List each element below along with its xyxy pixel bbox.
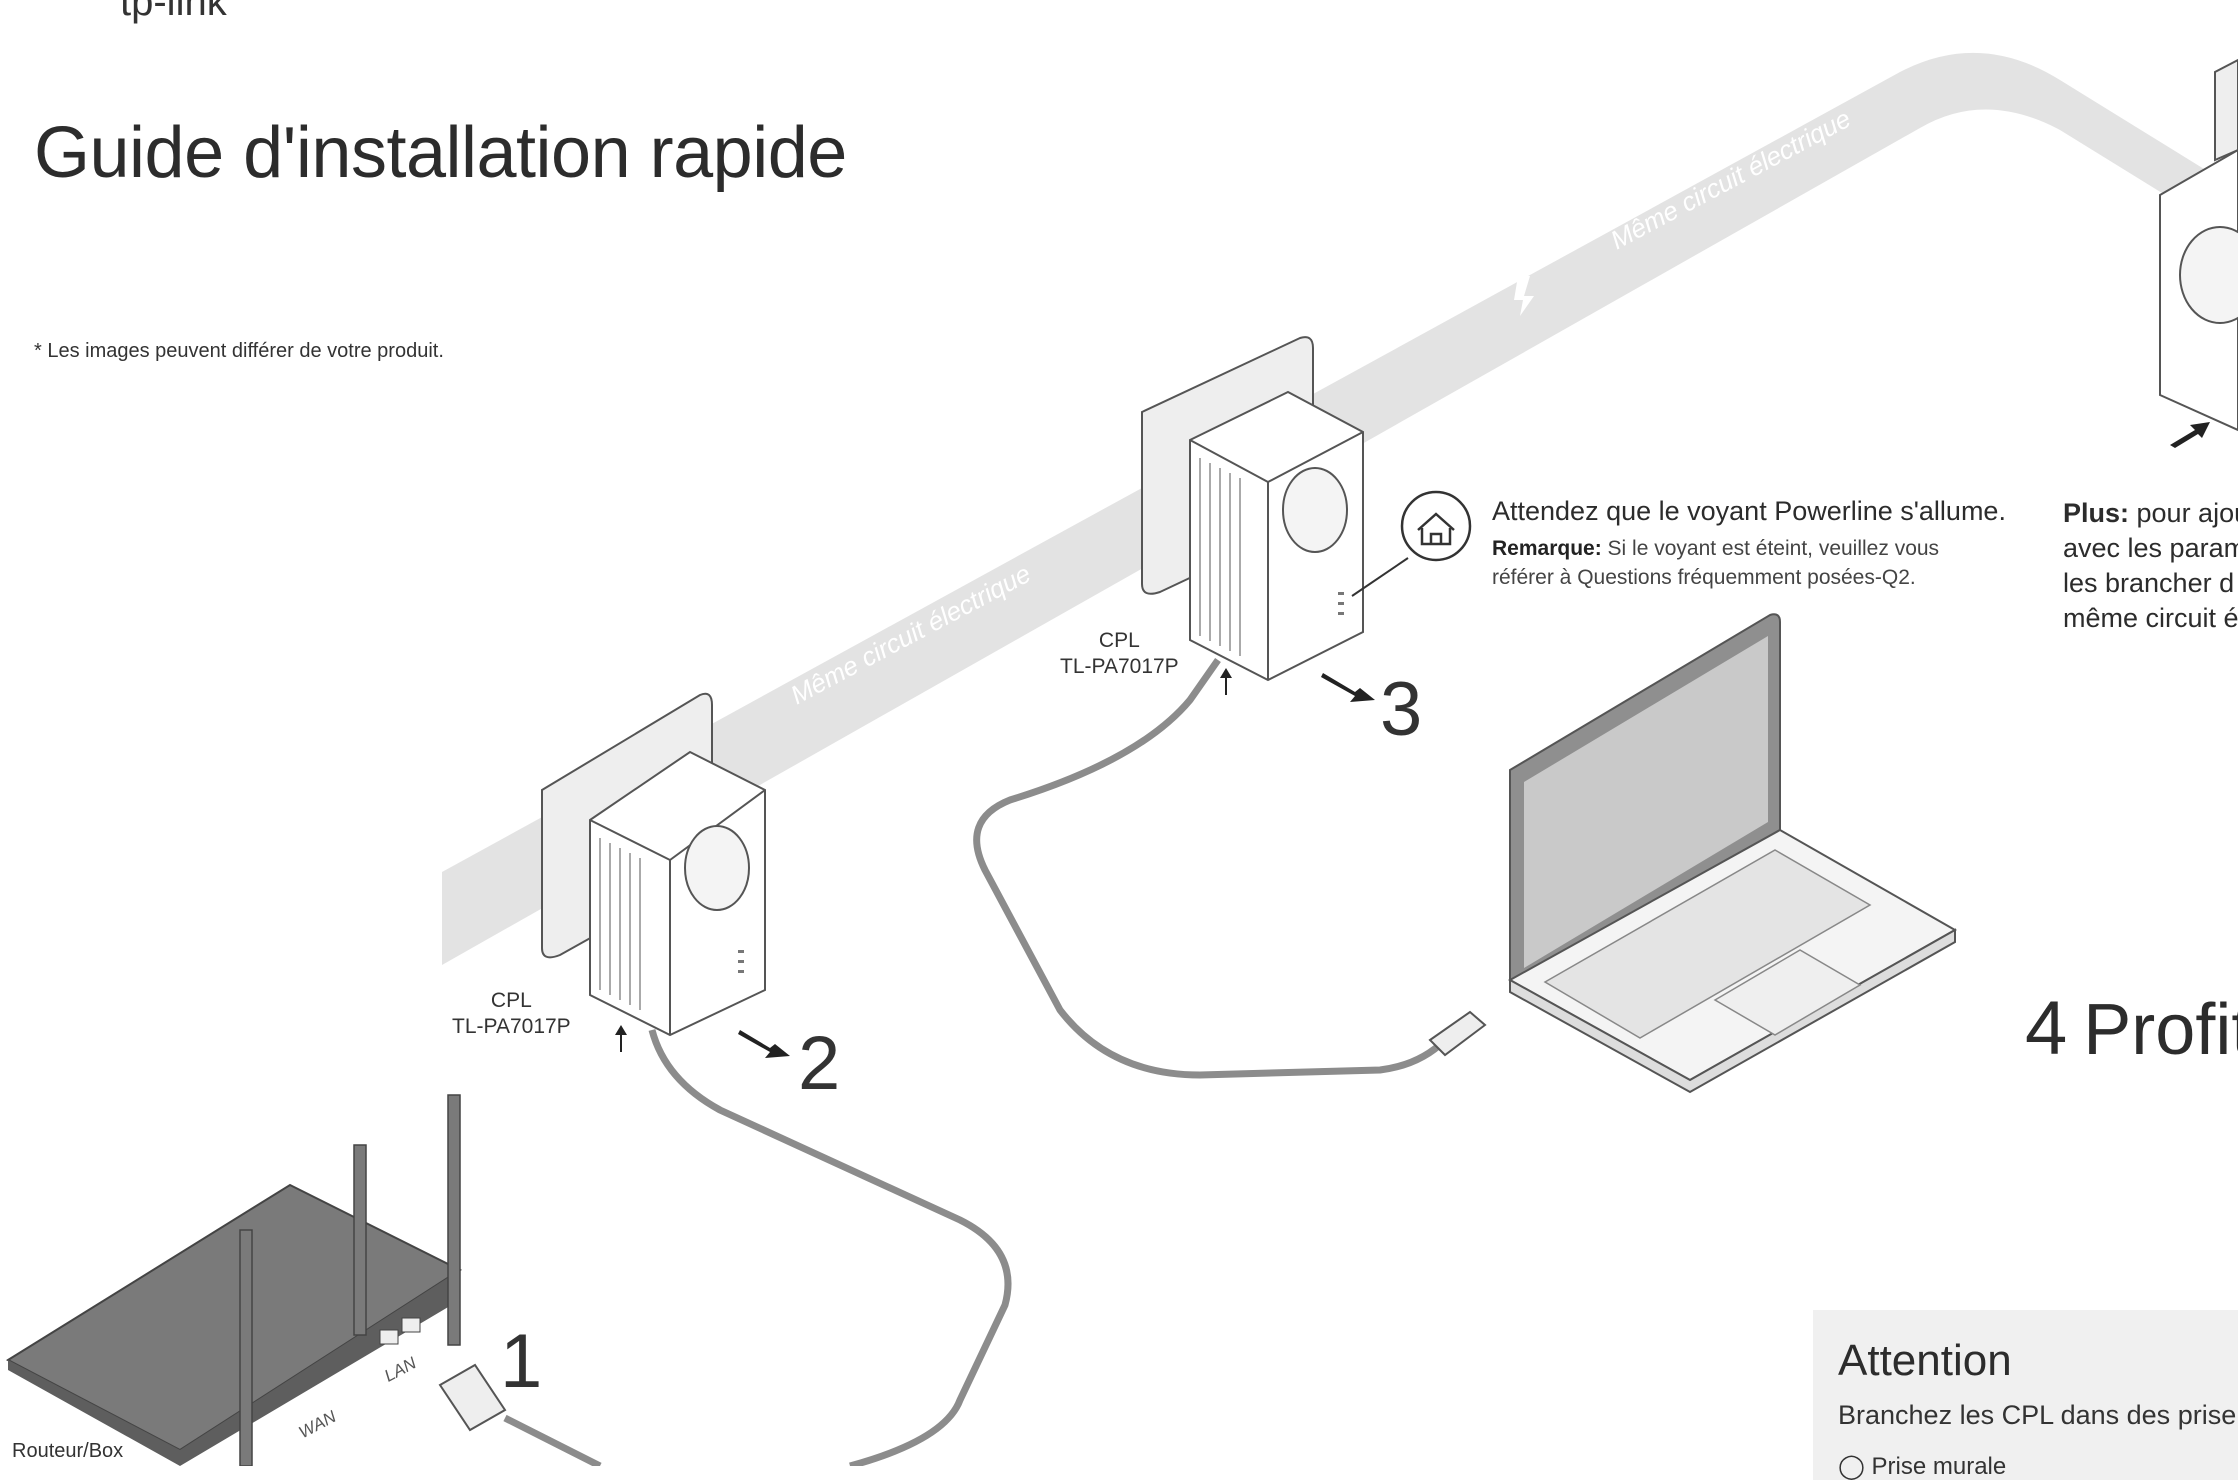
wait-note-label: Remarque: <box>1492 537 1602 560</box>
wait-note: Remarque: Si le voyant est éteint, veuil… <box>1492 534 1939 593</box>
step-number-2: 2 <box>798 1021 841 1106</box>
router-label: Routeur/Box <box>12 1440 124 1462</box>
lightning-icon <box>1514 276 1534 316</box>
plus-line3: les brancher d <box>2063 568 2235 599</box>
disclaimer-note: * Les images peuvent différer de votre p… <box>34 340 444 362</box>
cable-router-cpl1 <box>648 1029 1012 1466</box>
house-icon <box>1417 512 1455 546</box>
cpl-label-2: CPL TL-PA7017P <box>1060 628 1179 681</box>
circle-marker-icon: ◯ <box>1838 1453 1872 1480</box>
laptop-keyboard <box>1543 849 1872 1039</box>
cpl-label-1-line2: TL-PA7017P <box>452 1015 571 1039</box>
ethernet-plug-laptop <box>1428 1010 1487 1057</box>
cpl-label-2-line1: CPL <box>1098 629 1140 652</box>
arrow-step-4 <box>2170 422 2210 448</box>
router-box <box>5 1094 463 1466</box>
router-antenna-3 <box>447 1094 461 1346</box>
router-antenna-1 <box>239 1229 253 1466</box>
step-number-3: 3 <box>1380 667 1423 752</box>
plus-label: Plus: <box>2063 498 2130 528</box>
powerline-led-callout <box>1400 490 1472 562</box>
wait-note-line1: Si le voyant est éteint, veuillez vous <box>1601 537 1940 560</box>
laptop-touchpad <box>1713 949 1862 1036</box>
page-title: Guide d'installation rapide <box>34 113 847 193</box>
plus-line4: même circuit é <box>2063 603 2238 634</box>
cable-router-lan <box>503 1414 602 1466</box>
cable-cpl2-laptop <box>973 657 1448 1079</box>
arrow-plug-cpl2 <box>1220 668 1232 695</box>
arrow-plug-cpl1 <box>615 1025 627 1052</box>
cpl-label-1: CPL TL-PA7017P <box>452 988 571 1041</box>
plus-text: Plus: pour ajou avec les param les branc… <box>2063 496 2238 636</box>
attention-text: Branchez les CPL dans des prise <box>1838 1400 2237 1430</box>
router-antenna-2 <box>353 1144 367 1336</box>
cpl-adapter-1 <box>589 750 766 1037</box>
brand-logo-text: tp-link <box>120 0 227 24</box>
wait-instruction: Attendez que le voyant Powerline s'allum… <box>1492 496 2006 526</box>
wait-note-line2: référer à Questions fréquemment posées-Q… <box>1492 566 1916 590</box>
cpl-label-2-line2: TL-PA7017P <box>1060 655 1179 679</box>
laptop <box>1507 613 1958 1094</box>
attention-title: Attention <box>1838 1336 2012 1385</box>
attention-more-text: Prise murale <box>1871 1453 2007 1480</box>
attention-panel <box>1813 1310 2238 1480</box>
cpl-adapter-2 <box>1189 390 1409 682</box>
cpl-label-1-line1: CPL <box>490 989 532 1012</box>
plus-line1: pour ajou <box>2129 498 2238 528</box>
attention-more: ◯ Prise murale <box>1838 1452 2006 1481</box>
step-4-heading: 4Profite <box>2025 985 2238 1072</box>
cpl-adapter-3 <box>2159 58 2238 432</box>
step-number-4: 4 <box>2025 986 2068 1071</box>
plus-line2: avec les param <box>2063 533 2238 564</box>
enjoy-text: Profite <box>2083 990 2238 1070</box>
arrow-step-3 <box>1321 673 1375 702</box>
step-number-1: 1 <box>500 1319 543 1404</box>
ethernet-plug-router <box>438 1363 507 1432</box>
arrow-step-2 <box>738 1030 790 1058</box>
